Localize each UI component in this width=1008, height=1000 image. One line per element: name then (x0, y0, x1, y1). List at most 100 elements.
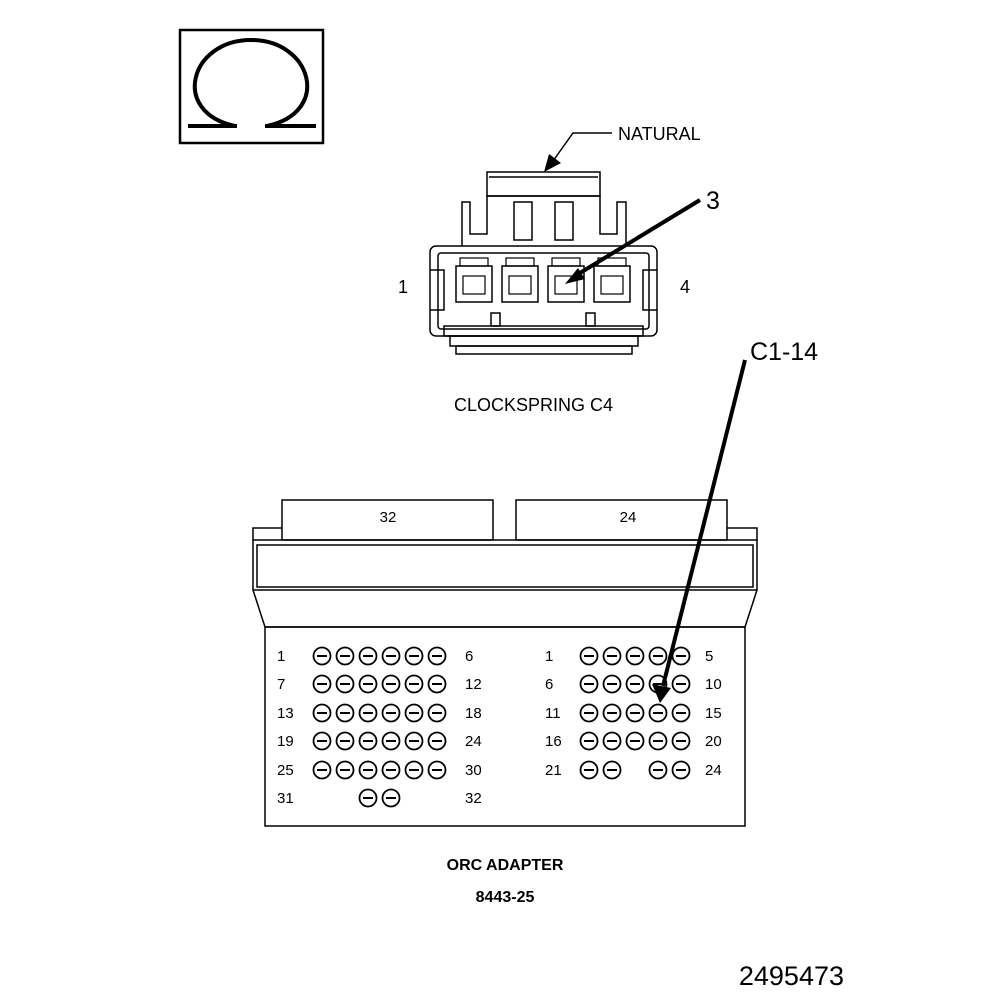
clockspring-cavity (455, 257, 493, 303)
right-row-end-label: 15 (705, 705, 722, 722)
pin-cavity (381, 674, 401, 694)
pin-cavity (312, 731, 332, 751)
left-row-start-label: 13 (277, 705, 294, 722)
right-row-start-label: 11 (545, 705, 561, 722)
pin-cavity (602, 731, 622, 751)
pin-cavity (671, 703, 691, 723)
c1-14-arrowhead (652, 684, 671, 703)
left-row-end-label: 24 (465, 733, 482, 750)
pin-cavity (312, 760, 332, 780)
right-row-end-label: 10 (705, 676, 722, 693)
adapter-title: ORC ADAPTER (447, 857, 564, 874)
left-row-end-label: 6 (465, 648, 473, 665)
left-row-start-label: 19 (277, 733, 294, 750)
pin-cavity (648, 646, 668, 666)
clockspring-title: CLOCKSPRING C4 (454, 395, 613, 415)
pin-cavity (312, 703, 332, 723)
c1-14-leader-line (661, 359, 747, 687)
pin-cavity (671, 760, 691, 780)
figure-id: 2495473 (739, 961, 844, 991)
natural-label: NATURAL (618, 124, 701, 144)
pin-cavity (427, 703, 447, 723)
clockspring-cavity (547, 257, 585, 303)
clockspring-cavities (455, 257, 631, 303)
pin-cavity (602, 703, 622, 723)
pin-cavity (358, 731, 378, 751)
cavity-3-callout: 3 (706, 187, 720, 215)
pin-cavity (358, 703, 378, 723)
right-row-end-label: 5 (705, 648, 713, 665)
pin-cavity (358, 674, 378, 694)
pin-cavity (648, 731, 668, 751)
pin-cavity (312, 674, 332, 694)
pin-cavity (671, 646, 691, 666)
pin-cavity (625, 674, 645, 694)
pin-cavity (335, 703, 355, 723)
pin-cavity (404, 646, 424, 666)
right-row-end-label: 20 (705, 733, 722, 750)
adapter-part-number: 8443-25 (476, 889, 535, 906)
pin-cavity (381, 703, 401, 723)
pin-cavity (404, 760, 424, 780)
pin-cavity (602, 646, 622, 666)
pin-cavity (625, 731, 645, 751)
pin-cavity (335, 674, 355, 694)
left-row-end-label: 32 (465, 790, 482, 807)
clockspring-pin-4-label: 4 (680, 277, 690, 297)
left-row-start-label: 1 (277, 648, 285, 665)
pin-cavity (427, 674, 447, 694)
pin-cavity (579, 731, 599, 751)
pin-cavity (579, 674, 599, 694)
clockspring-cavity (501, 257, 539, 303)
right-row-end-label: 24 (705, 762, 722, 779)
pin-cavity (381, 788, 401, 808)
pin-cavity (381, 731, 401, 751)
natural-arrowhead (544, 154, 561, 172)
pin-cavity (358, 788, 378, 808)
orc-adapter-body (252, 499, 758, 827)
left-row-end-label: 30 (465, 762, 482, 779)
right-row-start-label: 21 (545, 762, 562, 779)
left-row-start-label: 7 (277, 676, 285, 693)
pin-cavity (335, 760, 355, 780)
pin-cavity (427, 731, 447, 751)
pin-cavity (625, 703, 645, 723)
pin-cavity (381, 760, 401, 780)
left-row-start-label: 25 (277, 762, 294, 779)
pin-cavity (404, 674, 424, 694)
clockspring-cavity (593, 257, 631, 303)
pin-cavity (579, 760, 599, 780)
clockspring-connector (429, 171, 658, 355)
pin-cavity (602, 760, 622, 780)
pin-cavity (312, 646, 332, 666)
pin-cavity (358, 760, 378, 780)
left-row-end-label: 12 (465, 676, 482, 693)
pin-cavity (579, 703, 599, 723)
right-row-start-label: 16 (545, 733, 562, 750)
pin-cavity (579, 646, 599, 666)
right-row-start-label: 1 (545, 648, 553, 665)
pin-cavity (427, 760, 447, 780)
cavity-3-arrowhead (565, 268, 585, 284)
c1-14-callout: C1-14 (750, 338, 818, 366)
pin-cavity (671, 731, 691, 751)
pin-cavity (427, 646, 447, 666)
clockspring-pin-1-label: 1 (398, 277, 408, 297)
ohm-icon (178, 28, 325, 145)
pin-cavity (358, 646, 378, 666)
pin-cavity (335, 646, 355, 666)
left-block-label: 32 (380, 509, 397, 526)
pin-cavity (602, 674, 622, 694)
pin-cavity (335, 731, 355, 751)
pin-cavity (671, 674, 691, 694)
pin-cavity (648, 760, 668, 780)
left-row-start-label: 31 (277, 790, 294, 807)
left-row-end-label: 18 (465, 705, 482, 722)
right-block-label: 24 (620, 509, 637, 526)
pin-cavity (404, 703, 424, 723)
right-row-start-label: 6 (545, 676, 553, 693)
pin-cavity (404, 731, 424, 751)
pin-cavity (648, 703, 668, 723)
